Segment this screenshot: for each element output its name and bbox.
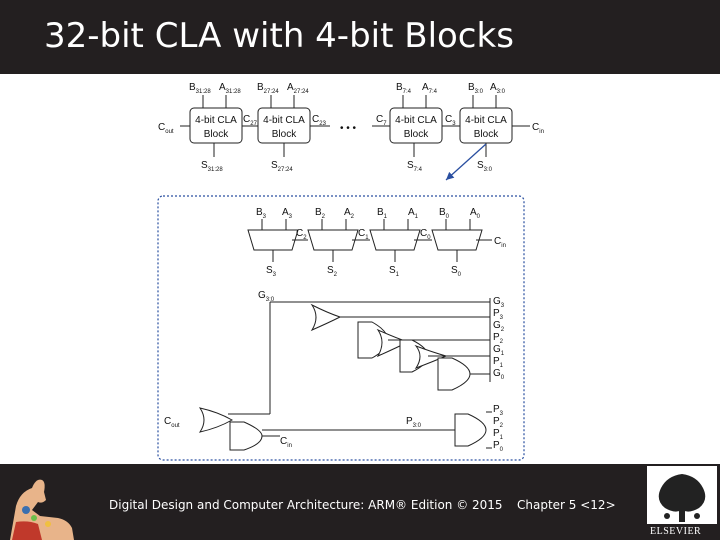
cout-and-gate bbox=[229, 421, 263, 451]
elsevier-tree-logo bbox=[647, 466, 717, 524]
top-sum-labels: S31:28 S27:24 S7:4 S3:0 bbox=[201, 160, 493, 173]
detail-a-label: A3 bbox=[282, 207, 293, 220]
carry-label: C23 bbox=[312, 114, 327, 127]
full-adder-2 bbox=[307, 229, 359, 251]
detail-carry-label: C1 bbox=[358, 228, 369, 241]
g3-label: G3 bbox=[493, 296, 505, 309]
top-carry-labels: Cout C27 C23 C7 C3 Cin bbox=[158, 114, 544, 135]
detail-b-label: B1 bbox=[377, 207, 388, 220]
p1-label: P1 bbox=[493, 356, 504, 369]
detail-sum-label: S0 bbox=[451, 265, 462, 278]
detail-a-label: A2 bbox=[344, 207, 355, 220]
and-gate bbox=[437, 357, 471, 391]
cin-label: Cin bbox=[532, 122, 544, 135]
input-a-label: A31:28 bbox=[219, 82, 241, 95]
input-b-label: B27:24 bbox=[257, 82, 279, 95]
detail-carry-label: C0 bbox=[420, 228, 431, 241]
carry-label: C7 bbox=[376, 114, 387, 127]
carry-label: C27 bbox=[243, 114, 258, 127]
p30-and-gate bbox=[454, 413, 487, 447]
sum-label: S27:24 bbox=[271, 160, 293, 173]
carry-out-logic bbox=[198, 407, 492, 451]
block-label-line1: 4-bit CLA bbox=[263, 115, 305, 126]
detail-sum-label: S1 bbox=[389, 265, 400, 278]
block-label-line2: Block bbox=[404, 129, 429, 140]
block-label-line1: 4-bit CLA bbox=[395, 115, 437, 126]
carry-out-labels: Cout Cin P3:0 P3 P2 P1 P0 bbox=[164, 404, 504, 453]
detail-cin2-label: Cin bbox=[280, 436, 292, 449]
or-gate bbox=[414, 344, 448, 370]
publisher-name: ELSEVIER bbox=[650, 526, 702, 537]
sum-label: S31:28 bbox=[201, 160, 223, 173]
detail-sum-labels: S3 S2 S1 S0 bbox=[266, 265, 462, 278]
ellipsis-dots: • • • bbox=[340, 123, 357, 134]
detail-b-label: B0 bbox=[439, 207, 450, 220]
title-bar bbox=[0, 0, 720, 74]
sum-label: S3:0 bbox=[477, 160, 493, 173]
full-adder-0 bbox=[431, 229, 483, 251]
top-cla-row bbox=[180, 95, 530, 157]
top-input-labels: B31:28 A31:28 B27:24 A27:24 B7:4 A7:4 B3… bbox=[189, 82, 506, 95]
zoom-arrow bbox=[445, 143, 487, 181]
adder-row bbox=[247, 229, 483, 251]
cout-or-gate bbox=[198, 407, 234, 433]
p3-label: P3 bbox=[493, 308, 504, 321]
g0-label: G0 bbox=[493, 368, 505, 381]
g2-label: G2 bbox=[493, 320, 505, 333]
slide-title: 32-bit CLA with 4-bit Blocks bbox=[44, 16, 514, 56]
g1-label: G1 bbox=[493, 344, 505, 357]
p30-label: P3:0 bbox=[406, 416, 422, 429]
top-block-labels: 4-bit CLA Block 4-bit CLA Block 4-bit CL… bbox=[195, 115, 507, 140]
block-label-line2: Block bbox=[272, 129, 297, 140]
detail-sum-label: S3 bbox=[266, 265, 277, 278]
detail-cin-label: Cin bbox=[494, 236, 506, 249]
block-label-line1: 4-bit CLA bbox=[195, 115, 237, 126]
input-b-label: B31:28 bbox=[189, 82, 211, 95]
block-label-line1: 4-bit CLA bbox=[465, 115, 507, 126]
generate-logic bbox=[269, 298, 491, 414]
p0-in-label: P0 bbox=[493, 440, 504, 453]
input-a-label: A7:4 bbox=[422, 82, 438, 95]
sum-label: S7:4 bbox=[407, 160, 423, 173]
gp-signal-labels: G3:0 G3 P3 G2 P2 G1 P1 G0 bbox=[258, 290, 505, 381]
detail-box bbox=[157, 195, 525, 461]
cla-diagram: 4-bit CLA Block 4-bit CLA Block 4-bit CL… bbox=[157, 82, 544, 461]
detail-sum-label: S2 bbox=[327, 265, 338, 278]
footer-chapter: Chapter 5 <12> bbox=[517, 498, 616, 512]
input-b-label: B3:0 bbox=[468, 82, 484, 95]
full-adder-1 bbox=[369, 229, 421, 251]
input-b-label: B7:4 bbox=[396, 82, 412, 95]
detail-carry-label: C2 bbox=[296, 228, 307, 241]
carry-label: C3 bbox=[445, 114, 456, 127]
or-gate bbox=[376, 328, 410, 358]
footer-bar bbox=[0, 464, 720, 540]
adder-wires bbox=[261, 219, 492, 262]
detail-a-label: A0 bbox=[470, 207, 481, 220]
input-a-label: A27:24 bbox=[287, 82, 309, 95]
detail-b-label: B3 bbox=[256, 207, 267, 220]
p2-label: P2 bbox=[493, 332, 504, 345]
mascot-arm-icon bbox=[10, 479, 74, 540]
g30-label: G3:0 bbox=[258, 290, 275, 303]
full-adder-3 bbox=[247, 229, 299, 251]
detail-input-labels: B3 A3 B2 A2 B1 A1 B0 A0 bbox=[256, 207, 481, 220]
block-label-line2: Block bbox=[204, 129, 229, 140]
footer-citation: Digital Design and Computer Architecture… bbox=[109, 498, 503, 512]
detail-cout-label: Cout bbox=[164, 416, 180, 429]
or-gate bbox=[310, 303, 342, 332]
detail-b-label: B2 bbox=[315, 207, 326, 220]
p1-in-label: P1 bbox=[493, 428, 504, 441]
p3-in-label: P3 bbox=[493, 404, 504, 417]
detail-a-label: A1 bbox=[408, 207, 419, 220]
p2-in-label: P2 bbox=[493, 416, 504, 429]
block-label-line2: Block bbox=[474, 129, 499, 140]
detail-carry-labels: C2 C1 C0 Cin bbox=[296, 228, 506, 249]
input-a-label: A3:0 bbox=[490, 82, 506, 95]
cout-label: Cout bbox=[158, 122, 174, 135]
